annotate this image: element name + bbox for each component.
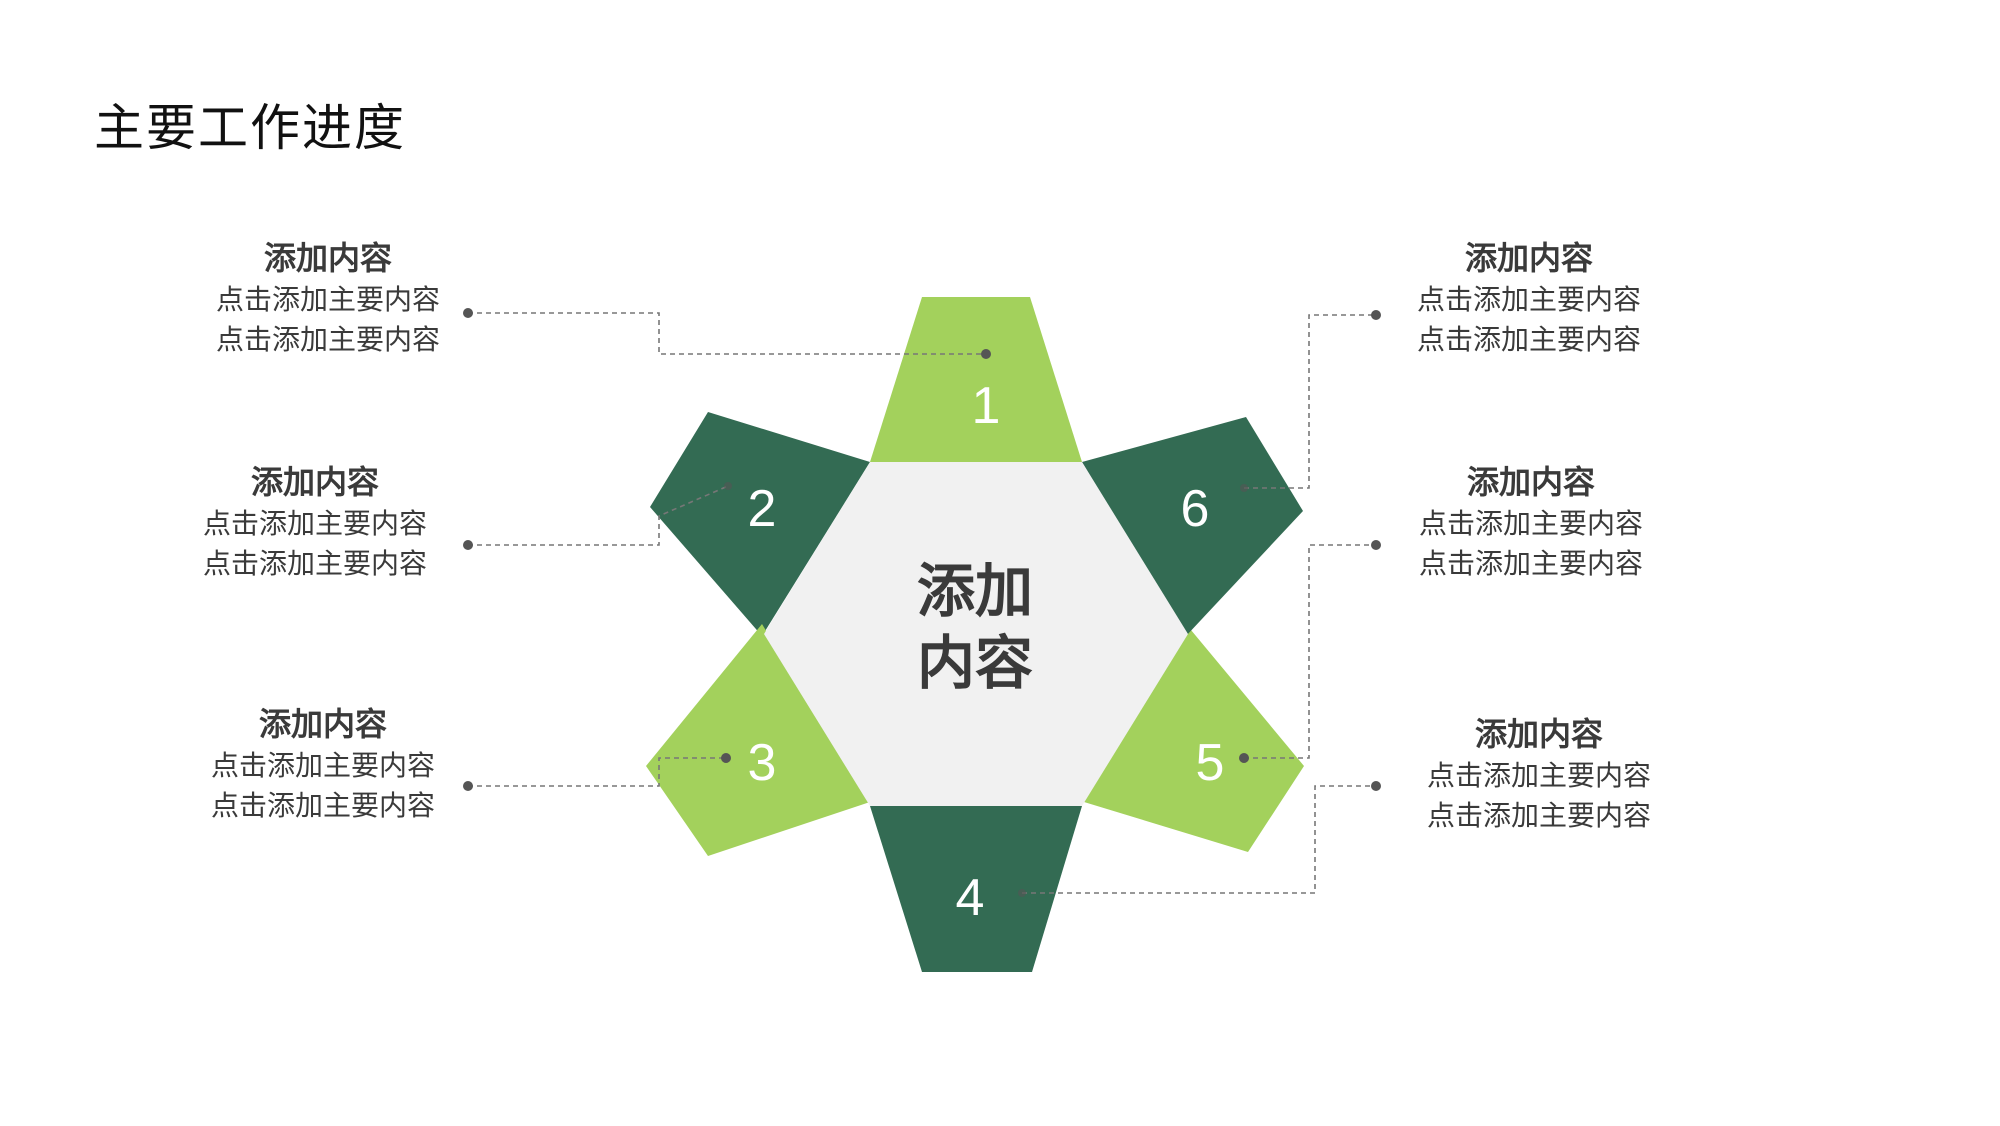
connector-dot (1371, 310, 1381, 320)
text-block-heading: 添加内容 (258, 705, 387, 743)
text-block-heading: 添加内容 (1474, 715, 1603, 753)
connector-1 (468, 312, 986, 355)
text-block-line: 点击添加主要内容 (202, 547, 427, 580)
connector-dot (721, 753, 731, 763)
text-block-heading: 添加内容 (250, 463, 379, 501)
page-title: 主要工作进度 (94, 99, 406, 157)
petal-number-2: 2 (748, 480, 777, 538)
text-block-line: 点击添加主要内容 (1418, 547, 1643, 580)
text-block-line: 点击添加主要内容 (1418, 507, 1643, 540)
text-block-line: 点击添加主要内容 (215, 283, 440, 316)
connector-dot (463, 540, 473, 550)
petal-2 (650, 412, 870, 636)
text-block-5: 添加内容 点击添加主要内容 点击添加主要内容 (1361, 460, 1701, 584)
petal-6 (1082, 417, 1303, 636)
text-block-line: 点击添加主要内容 (202, 507, 427, 540)
text-block-line: 点击添加主要内容 (210, 749, 435, 782)
text-block-line: 点击添加主要内容 (1416, 283, 1641, 316)
petal-number-5: 5 (1196, 734, 1225, 792)
petal-3 (646, 624, 870, 856)
connector-dot (1239, 753, 1249, 763)
connector-6 (1244, 314, 1376, 489)
petal-number-3: 3 (748, 734, 777, 792)
text-block-line: 点击添加主要内容 (1426, 799, 1651, 832)
text-block-heading: 添加内容 (1464, 239, 1593, 277)
text-block-line: 点击添加主要内容 (1416, 323, 1641, 356)
text-block-1: 添加内容 点击添加主要内容 点击添加主要内容 (158, 236, 498, 360)
text-block-6: 添加内容 点击添加主要内容 点击添加主要内容 (1369, 712, 1709, 836)
text-block-line: 点击添加主要内容 (210, 789, 435, 822)
connector-dot (1240, 484, 1248, 492)
petal-number-6: 6 (1181, 480, 1210, 538)
text-block-heading: 添加内容 (1466, 463, 1595, 501)
petal-4 (870, 806, 1082, 972)
connector-dot (463, 781, 473, 791)
petal-number-4: 4 (956, 869, 985, 927)
text-block-line: 点击添加主要内容 (215, 323, 440, 356)
text-block-2: 添加内容 点击添加主要内容 点击添加主要内容 (145, 460, 485, 584)
connector-4 (1022, 785, 1376, 894)
connector-dot (1018, 889, 1026, 897)
connector-3 (468, 757, 726, 787)
center-label: 添加 内容 (875, 555, 1075, 699)
connector-dot (1371, 540, 1381, 550)
center-hexagon (764, 462, 1188, 806)
connector-dot (1371, 781, 1381, 791)
center-label-line2: 内容 (916, 629, 1033, 697)
connector-dot (981, 349, 991, 359)
petal-5 (1084, 624, 1304, 852)
center-label-line1: 添加 (916, 557, 1033, 625)
connector-dot (724, 482, 732, 490)
text-block-heading: 添加内容 (263, 239, 392, 277)
petal-1 (870, 297, 1082, 462)
petal-number-1: 1 (972, 377, 1001, 435)
connector-dot (463, 308, 473, 318)
connector-5 (1244, 544, 1376, 759)
text-block-line: 点击添加主要内容 (1426, 759, 1651, 792)
text-block-4: 添加内容 点击添加主要内容 点击添加主要内容 (1359, 236, 1699, 360)
text-block-3: 添加内容 点击添加主要内容 点击添加主要内容 (153, 702, 493, 826)
